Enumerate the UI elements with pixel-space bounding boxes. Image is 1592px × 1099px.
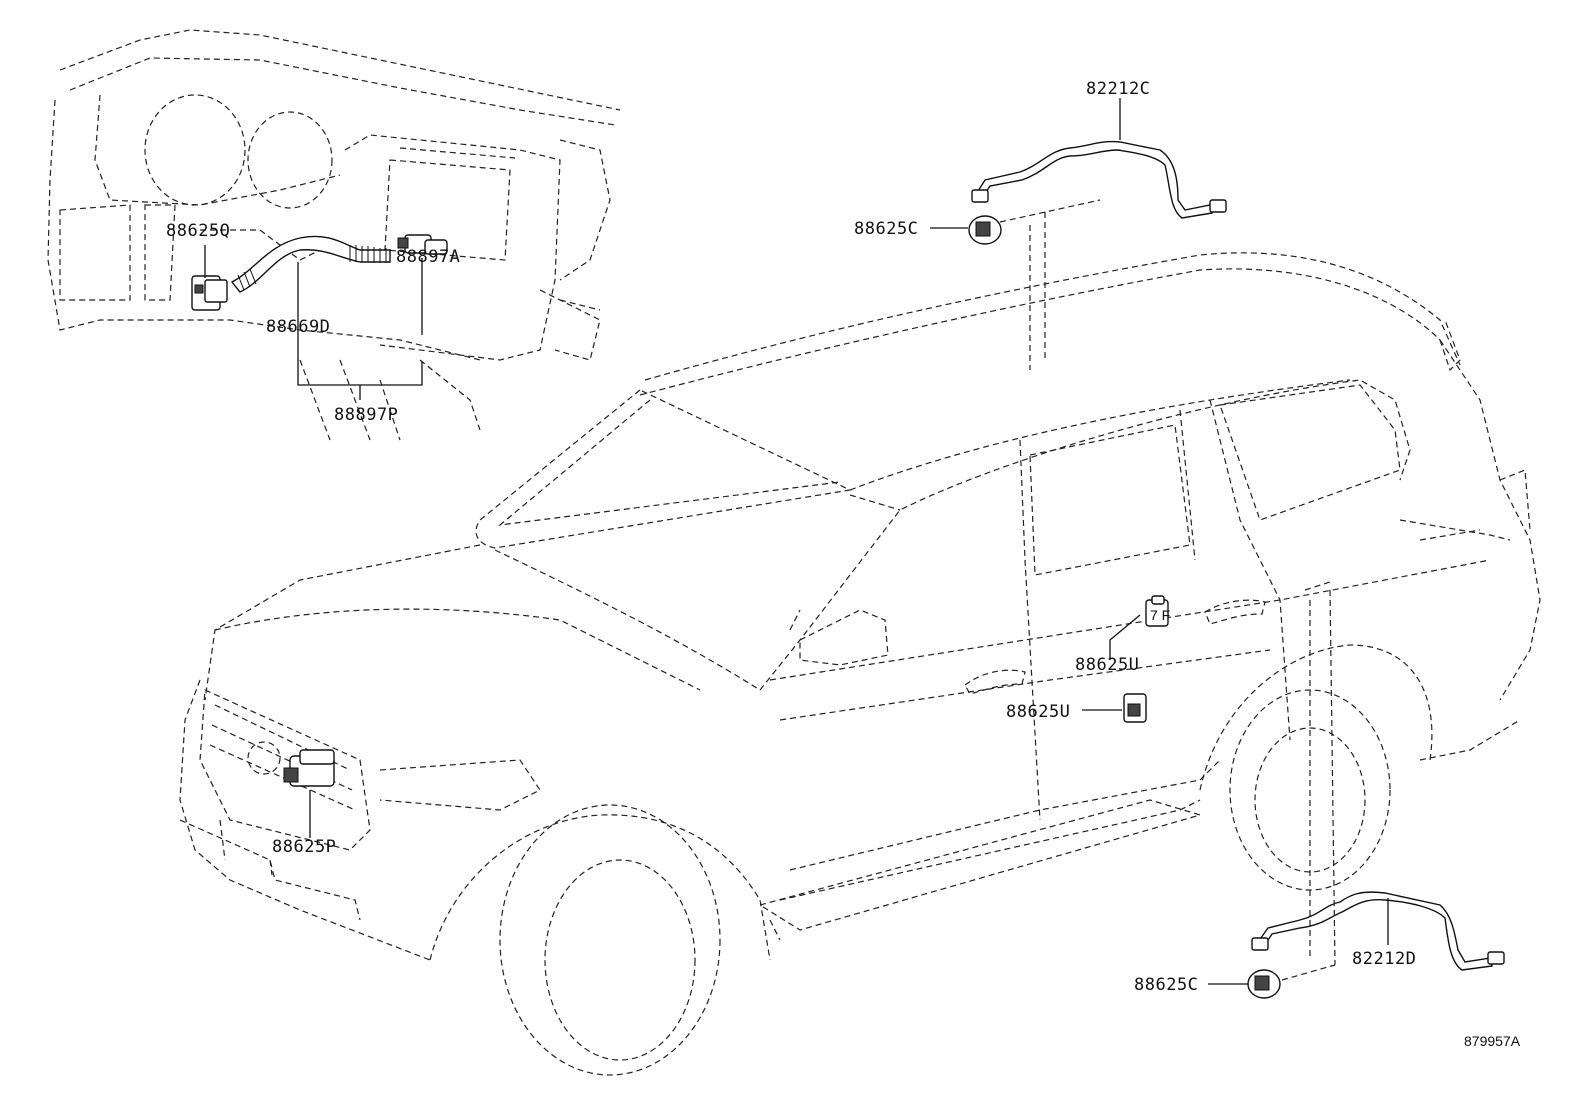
vehicle-outline bbox=[179, 252, 1541, 1076]
wire-82212d bbox=[1251, 891, 1505, 971]
guide-88625c-top bbox=[999, 199, 1101, 223]
label-88625q: 88625Q bbox=[166, 221, 230, 241]
guide-rear bbox=[1309, 589, 1336, 966]
label-88625c-top: 88625C bbox=[854, 219, 918, 239]
dashboard-inset bbox=[47, 29, 621, 441]
label-88625u-lower: 88625U bbox=[1006, 702, 1070, 722]
label-88625p: 88625P bbox=[272, 837, 336, 857]
sensor-88625p bbox=[283, 749, 335, 787]
sensor-88625c-bottom bbox=[1247, 969, 1281, 999]
sensor-88625u-lower bbox=[1123, 693, 1147, 723]
wire-82212c bbox=[971, 140, 1227, 219]
sensor-88625u-upper: 7 F bbox=[1145, 595, 1170, 627]
label-82212d: 82212D bbox=[1352, 949, 1416, 969]
guide-88625c-bottom bbox=[1281, 964, 1336, 981]
label-88897p: 88897P bbox=[334, 405, 398, 425]
label-82212c: 82212C bbox=[1086, 79, 1150, 99]
svg-text:7 F: 7 F bbox=[1150, 607, 1170, 623]
label-88625c-bottom: 88625C bbox=[1134, 975, 1198, 995]
guide-roof bbox=[1029, 212, 1046, 370]
label-88669d: 88669D bbox=[266, 317, 330, 337]
guide-rear-top bbox=[1304, 581, 1331, 591]
label-88897a: 88897A bbox=[396, 247, 460, 267]
diagram-code: 879957A bbox=[1464, 1033, 1521, 1049]
leader-88625u-upper bbox=[1109, 614, 1141, 660]
label-88625u-upper: 88625U bbox=[1075, 655, 1139, 675]
sensor-88625c-top bbox=[968, 215, 1002, 245]
